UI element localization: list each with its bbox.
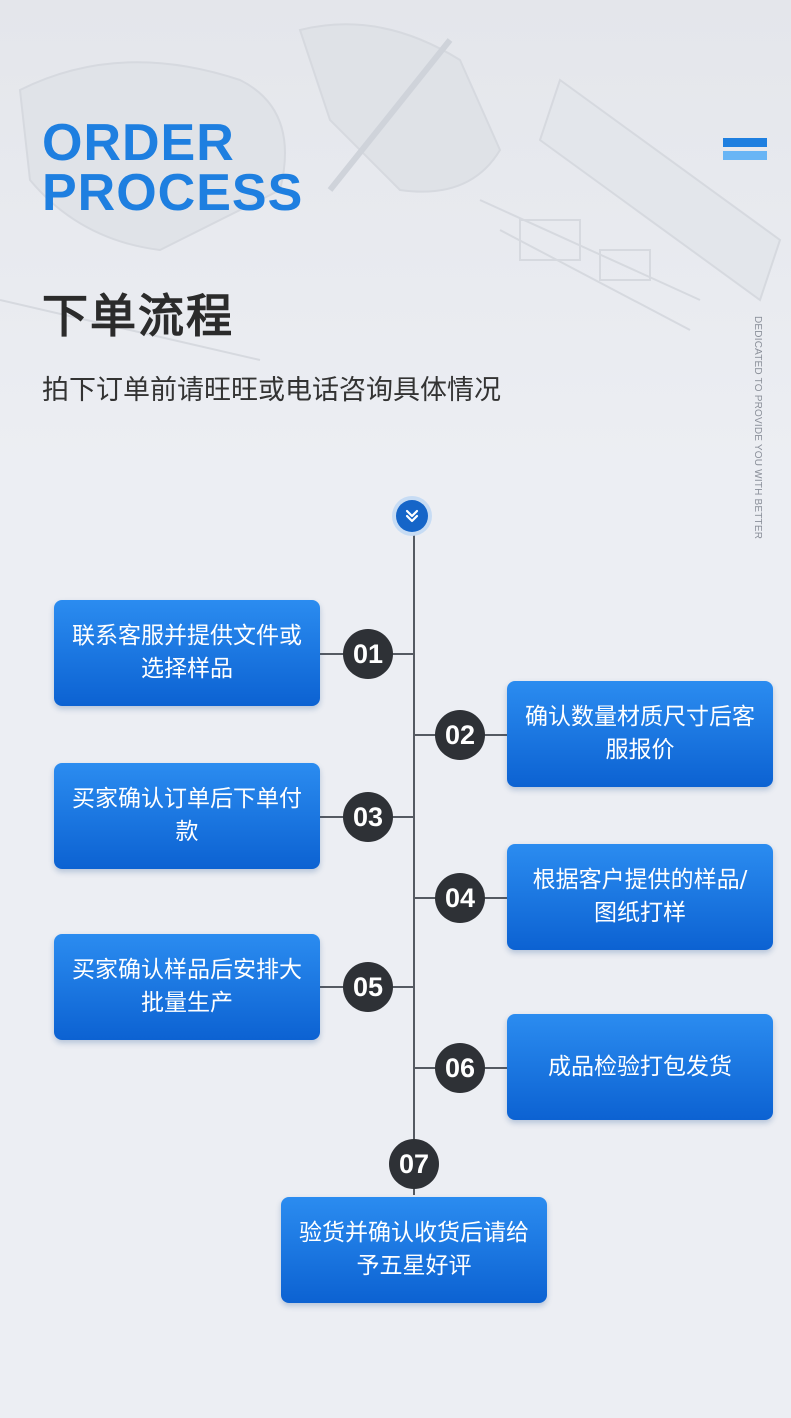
title-line-2: PROCESS bbox=[42, 164, 304, 222]
step-box-05: 买家确认样品后安排大批量生产 bbox=[54, 934, 320, 1040]
step-number-06: 06 bbox=[435, 1043, 485, 1093]
page-subtitle: 拍下订单前请旺旺或电话咨询具体情况 bbox=[42, 375, 501, 406]
step-text-02: 确认数量材质尺寸后客服报价 bbox=[525, 704, 755, 763]
step-number-04: 04 bbox=[435, 873, 485, 923]
decorative-bars bbox=[723, 138, 767, 164]
step-number-01: 01 bbox=[343, 629, 393, 679]
title-line-1: ORDER bbox=[42, 114, 235, 172]
background-photo bbox=[0, 0, 791, 470]
step-box-01: 联系客服并提供文件或选择样品 bbox=[54, 600, 320, 706]
step-text-05: 买家确认样品后安排大批量生产 bbox=[72, 957, 302, 1016]
step-number-05: 05 bbox=[343, 962, 393, 1012]
step-text-07: 验货并确认收货后请给予五星好评 bbox=[299, 1220, 529, 1279]
double-chevron-down-icon bbox=[396, 500, 428, 532]
step-text-04: 根据客户提供的样品/图纸打样 bbox=[532, 867, 748, 926]
step-box-04: 根据客户提供的样品/图纸打样 bbox=[507, 844, 773, 950]
decorative-bar-light bbox=[723, 151, 767, 160]
step-text-03: 买家确认订单后下单付款 bbox=[72, 786, 302, 845]
step-box-03: 买家确认订单后下单付款 bbox=[54, 763, 320, 869]
step-box-07: 验货并确认收货后请给予五星好评 bbox=[281, 1197, 547, 1303]
step-number-03: 03 bbox=[343, 792, 393, 842]
step-box-06: 成品检验打包发货 bbox=[507, 1014, 773, 1120]
step-box-02: 确认数量材质尺寸后客服报价 bbox=[507, 681, 773, 787]
vertical-tagline: DEDICATED TO PROVIDE YOU WITH BETTER bbox=[752, 316, 763, 540]
decorative-bar-dark bbox=[723, 138, 767, 147]
step-text-06: 成品检验打包发货 bbox=[548, 1053, 732, 1080]
page-title-chinese: 下单流程 bbox=[42, 289, 234, 343]
step-number-07: 07 bbox=[389, 1139, 439, 1189]
timeline-line bbox=[413, 530, 415, 1195]
step-text-01: 联系客服并提供文件或选择样品 bbox=[72, 623, 302, 682]
page-title-english: ORDER PROCESS bbox=[42, 114, 304, 222]
step-number-02: 02 bbox=[435, 710, 485, 760]
